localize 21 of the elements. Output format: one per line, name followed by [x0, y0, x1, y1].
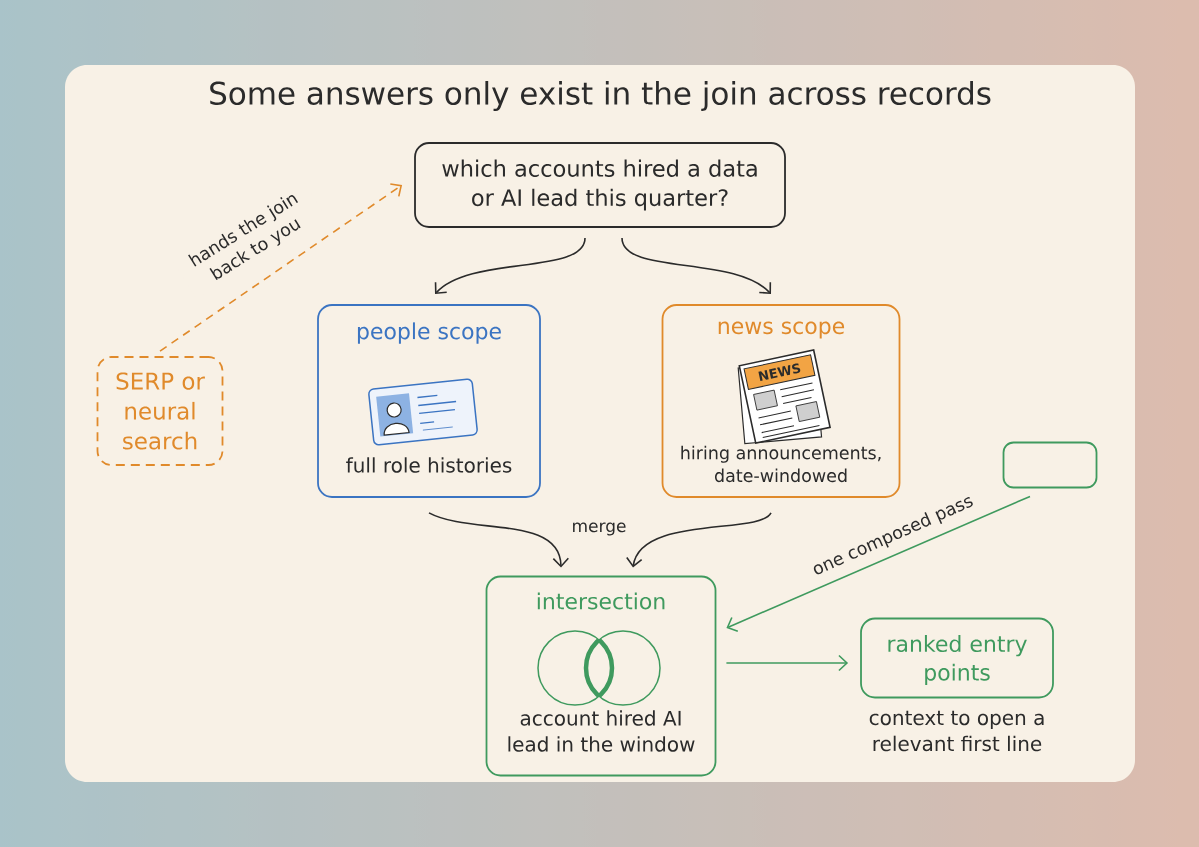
result-box: intersection account hired AI lead in the window — [485, 575, 717, 777]
arrow — [626, 512, 772, 568]
node-label: intersection — [537, 592, 665, 610]
caption-text: context to open a relevant first line — [869, 710, 1044, 752]
rounded-box — [1002, 441, 1098, 489]
node-label: full role histories — [346, 457, 512, 473]
output-box: ranked entry points — [860, 617, 1054, 699]
node-label: news scope — [718, 321, 845, 339]
arrow — [428, 512, 570, 568]
scope-box: people scope full role histories — [317, 304, 541, 498]
arrow — [725, 654, 849, 672]
arrow — [726, 495, 1031, 633]
node-label: people scope — [357, 322, 501, 344]
arrow — [621, 237, 772, 295]
question-box: which accounts hired a data or AI lead this quarter? — [414, 142, 786, 228]
title: Some answers only exist in the join across records — [210, 81, 991, 111]
dashed-box: SERP or neural search — [96, 356, 224, 466]
node-label: account hired AI lead in the window — [508, 710, 695, 752]
newspaper-headline: NEWS — [758, 363, 801, 381]
arrow — [434, 237, 586, 295]
arrow — [159, 183, 403, 352]
